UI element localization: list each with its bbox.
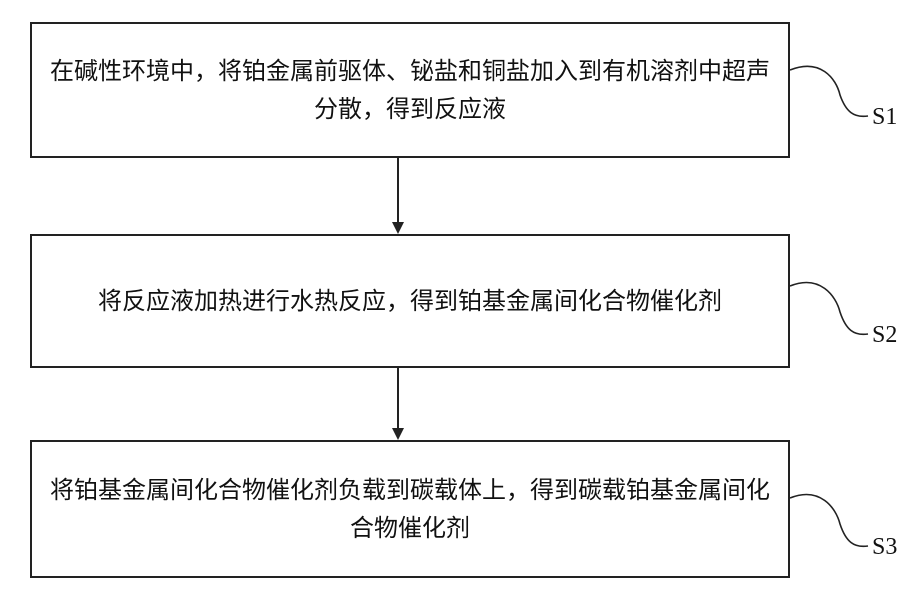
step-label-s3: S3 — [872, 534, 897, 561]
step-label-s2: S2 — [872, 322, 897, 349]
step-text-s1: 在碱性环境中，将铂金属前驱体、铋盐和铜盐加入到有机溶剂中超声分散，得到反应液 — [32, 52, 788, 128]
step-box-s3: 将铂基金属间化合物催化剂负载到碳载体上，得到碳载铂基金属间化合物催化剂 — [30, 440, 790, 578]
leader-line-s2 — [790, 283, 868, 335]
step-box-s1: 在碱性环境中，将铂金属前驱体、铋盐和铜盐加入到有机溶剂中超声分散，得到反应液 — [30, 22, 790, 158]
arrow-s1-s2 — [392, 157, 404, 234]
leader-line-s3 — [790, 495, 868, 547]
step-text-s3: 将铂基金属间化合物催化剂负载到碳载体上，得到碳载铂基金属间化合物催化剂 — [32, 471, 788, 547]
leader-line-s1 — [790, 66, 868, 116]
step-text-s2: 将反应液加热进行水热反应，得到铂基金属间化合物催化剂 — [84, 282, 736, 320]
step-label-s1: S1 — [872, 104, 897, 131]
step-box-s2: 将反应液加热进行水热反应，得到铂基金属间化合物催化剂 — [30, 234, 790, 368]
arrow-s2-s3 — [392, 367, 404, 440]
